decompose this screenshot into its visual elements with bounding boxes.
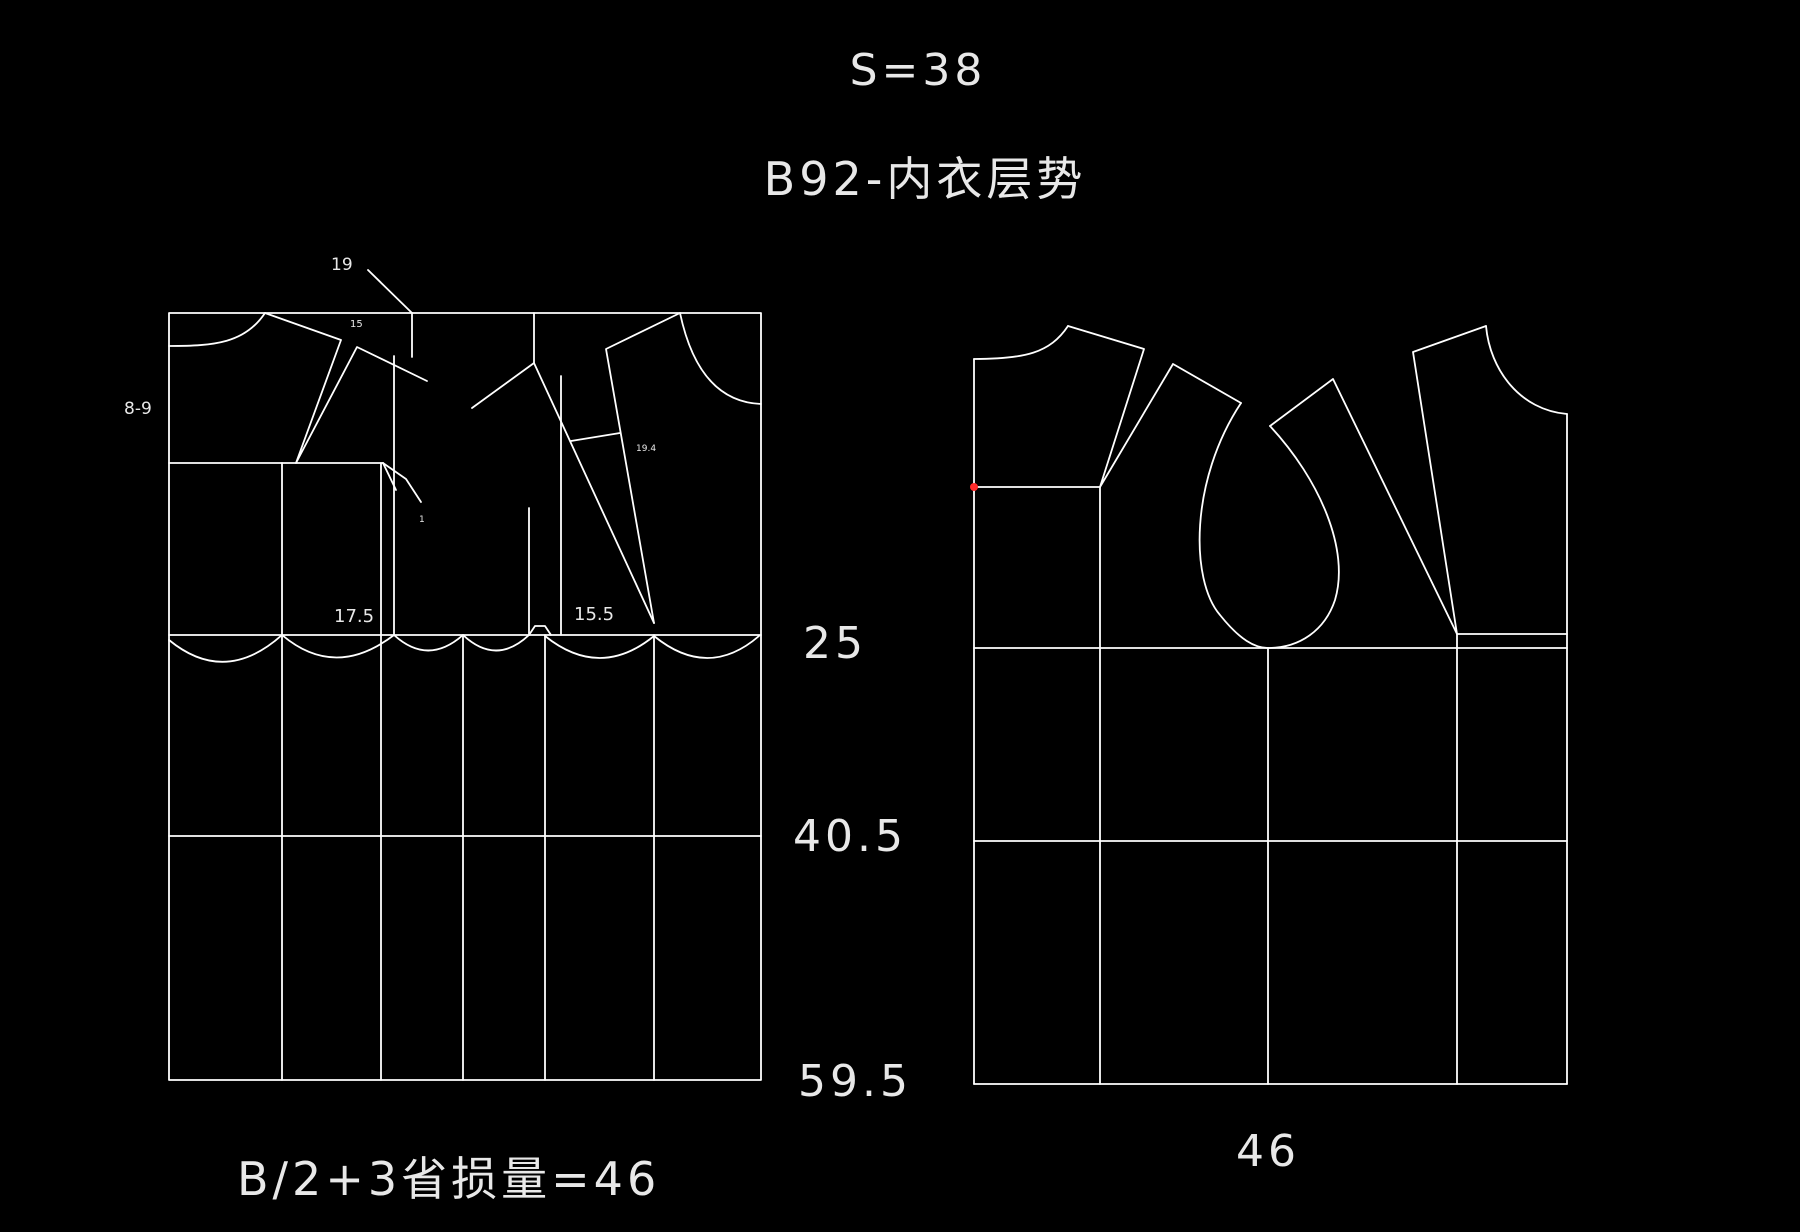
right-front-neck-curve bbox=[1485, 325, 1568, 415]
label-1: 1 bbox=[419, 515, 425, 525]
right-front-dart bbox=[1269, 325, 1487, 635]
left-frame bbox=[168, 312, 762, 1081]
left-small-dart-2 bbox=[382, 462, 397, 491]
label-15-5: 15.5 bbox=[574, 604, 614, 625]
left-small-dart bbox=[382, 462, 422, 503]
left-front-shoulder-dart bbox=[471, 362, 655, 624]
left-back-shoulder-dart bbox=[264, 312, 428, 464]
left-center-bump bbox=[528, 625, 552, 636]
label-15: 15 bbox=[350, 319, 363, 330]
right-back-shoulder bbox=[1067, 325, 1242, 488]
label-19-4: 19.4 bbox=[636, 444, 656, 454]
right-width-label: 46 bbox=[1236, 1126, 1300, 1177]
left-chest-scallops bbox=[168, 634, 760, 663]
measure-40-5: 40.5 bbox=[793, 811, 907, 862]
measure-59-5: 59.5 bbox=[798, 1056, 912, 1107]
left-front-shoulder-line bbox=[605, 312, 681, 624]
left-19-leader bbox=[367, 269, 413, 314]
pattern-title: B92-内衣层势 bbox=[764, 152, 1087, 206]
formula-text: B/2+3省损量=46 bbox=[237, 1152, 660, 1206]
measure-25: 25 bbox=[803, 618, 867, 669]
left-front-dart-tick bbox=[570, 432, 621, 442]
size-label: S=38 bbox=[850, 45, 987, 96]
label-8-9: 8-9 bbox=[124, 399, 152, 419]
red-marker bbox=[970, 483, 978, 491]
right-back-neck-curve bbox=[973, 325, 1069, 360]
label-19: 19 bbox=[331, 255, 353, 275]
right-teardrop-dart bbox=[1198, 402, 1340, 649]
left-front-neck-curve bbox=[679, 312, 762, 405]
label-17-5: 17.5 bbox=[334, 606, 374, 627]
left-back-neck-curve bbox=[168, 312, 266, 347]
right-pattern: 46 bbox=[970, 325, 1568, 1177]
left-pattern: 19 15 8-9 19.4 1 17.5 15.5 B/2+3省损量=46 bbox=[124, 255, 762, 1206]
